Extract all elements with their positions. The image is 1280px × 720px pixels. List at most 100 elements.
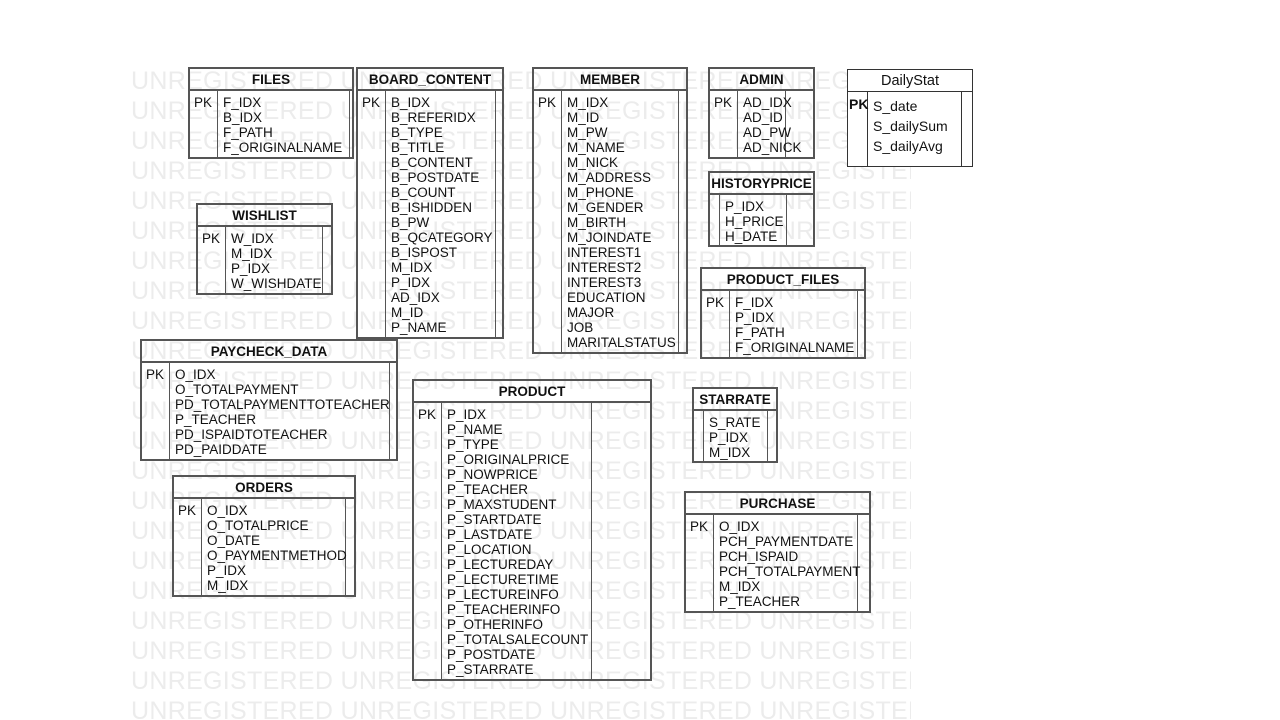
- attribute: P_MAXSTUDENT: [447, 497, 557, 512]
- attribute: P_TYPE: [447, 437, 499, 452]
- entity-title: PRODUCT: [414, 381, 650, 403]
- attribute: B_TYPE: [391, 125, 443, 140]
- attribute: AD_IDX: [391, 290, 440, 305]
- attribute: M_PHONE: [567, 185, 634, 200]
- attribute: M_IDX: [719, 579, 761, 594]
- attribute: INTEREST1: [567, 245, 642, 260]
- attribute: F_IDX: [735, 295, 774, 310]
- attribute: B_ISPOST: [391, 245, 458, 260]
- attribute: P_TOTALSALECOUNT: [447, 632, 589, 647]
- attribute: P_LASTDATE: [447, 527, 533, 542]
- entity-title: MEMBER: [534, 69, 686, 91]
- attribute: B_REFERIDX: [391, 110, 476, 125]
- attribute: P_NAME: [447, 422, 503, 437]
- attribute: PD_TOTALPAYMENTTOTEACHER: [175, 397, 390, 412]
- primary-key-marker: PK: [358, 91, 386, 337]
- entity-title: BOARD_CONTENT: [358, 69, 502, 91]
- primary-key-marker: PK: [414, 403, 442, 679]
- attribute: M_NICK: [567, 155, 619, 170]
- attribute: O_IDX: [719, 519, 760, 534]
- attribute: O_IDX: [175, 367, 216, 382]
- attribute: P_TEACHER: [719, 594, 801, 609]
- attribute: M_JOINDATE: [567, 230, 652, 245]
- attribute: M_IDX: [207, 578, 249, 593]
- attribute: P_NAME: [391, 320, 447, 335]
- attribute: P_STARTDATE: [447, 512, 542, 527]
- attribute: P_TEACHERINFO: [447, 602, 561, 617]
- attribute: AD_ID: [743, 110, 783, 125]
- attribute: M_IDX: [391, 260, 433, 275]
- attribute: O_TOTALPAYMENT: [175, 382, 299, 397]
- attribute: B_IDX: [223, 110, 263, 125]
- attribute: M_NAME: [567, 140, 625, 155]
- primary-key-marker: PK: [174, 499, 202, 595]
- attribute: S_dailyAvg: [873, 138, 943, 154]
- primary-key-marker: PK: [142, 363, 170, 459]
- attribute: PD_ISPAIDTOTEACHER: [175, 427, 328, 442]
- attribute: P_TEACHER: [175, 412, 257, 427]
- attribute: AD_NICK: [743, 140, 802, 155]
- entity-title: HISTORYPRICE: [710, 173, 813, 195]
- primary-key-marker: PK: [710, 91, 738, 157]
- attribute: PCH_TOTALPAYMENT: [719, 564, 861, 579]
- attribute: M_ID: [567, 110, 600, 125]
- attribute: M_ADDRESS: [567, 170, 652, 185]
- attribute: AD_PW: [743, 125, 792, 140]
- attribute: PCH_ISPAID: [719, 549, 799, 564]
- entity-title: PRODUCT_FILES: [702, 269, 864, 291]
- attribute: P_IDX: [735, 310, 775, 325]
- attribute: B_ISHIDDEN: [391, 200, 473, 215]
- attribute: P_LECTURETIME: [447, 572, 559, 587]
- attribute: JOB: [567, 320, 594, 335]
- attribute: O_PAYMENTMETHOD: [207, 548, 347, 563]
- attribute: W_WISHDATE: [231, 276, 322, 291]
- primary-key-marker: [710, 195, 720, 245]
- attribute: MAJOR: [567, 305, 615, 320]
- primary-key-marker: PK: [848, 92, 868, 166]
- primary-key-marker: PK: [702, 291, 730, 357]
- entity-title: PAYCHECK_DATA: [142, 341, 396, 363]
- attribute: P_LECTUREINFO: [447, 587, 559, 602]
- attribute: P_ORIGINALPRICE: [447, 452, 570, 467]
- attribute: MARITALSTATUS: [567, 335, 676, 350]
- attribute: B_IDX: [391, 95, 431, 110]
- attribute: P_OTHERINFO: [447, 617, 544, 632]
- attribute: P_IDX: [231, 261, 271, 276]
- attribute: M_IDX: [567, 95, 609, 110]
- attribute: P_IDX: [709, 430, 749, 445]
- attribute: O_TOTALPRICE: [207, 518, 309, 533]
- attribute: B_POSTDATE: [391, 170, 480, 185]
- attribute: PD_PAIDDATE: [175, 442, 267, 457]
- attribute: B_PW: [391, 215, 430, 230]
- attribute: B_CONTENT: [391, 155, 473, 170]
- attribute: H_DATE: [725, 229, 778, 244]
- attribute: S_dailySum: [873, 118, 948, 134]
- attribute: F_IDX: [223, 95, 262, 110]
- attribute: P_LECTUREDAY: [447, 557, 554, 572]
- attribute: O_DATE: [207, 533, 261, 548]
- attribute: M_IDX: [231, 246, 273, 261]
